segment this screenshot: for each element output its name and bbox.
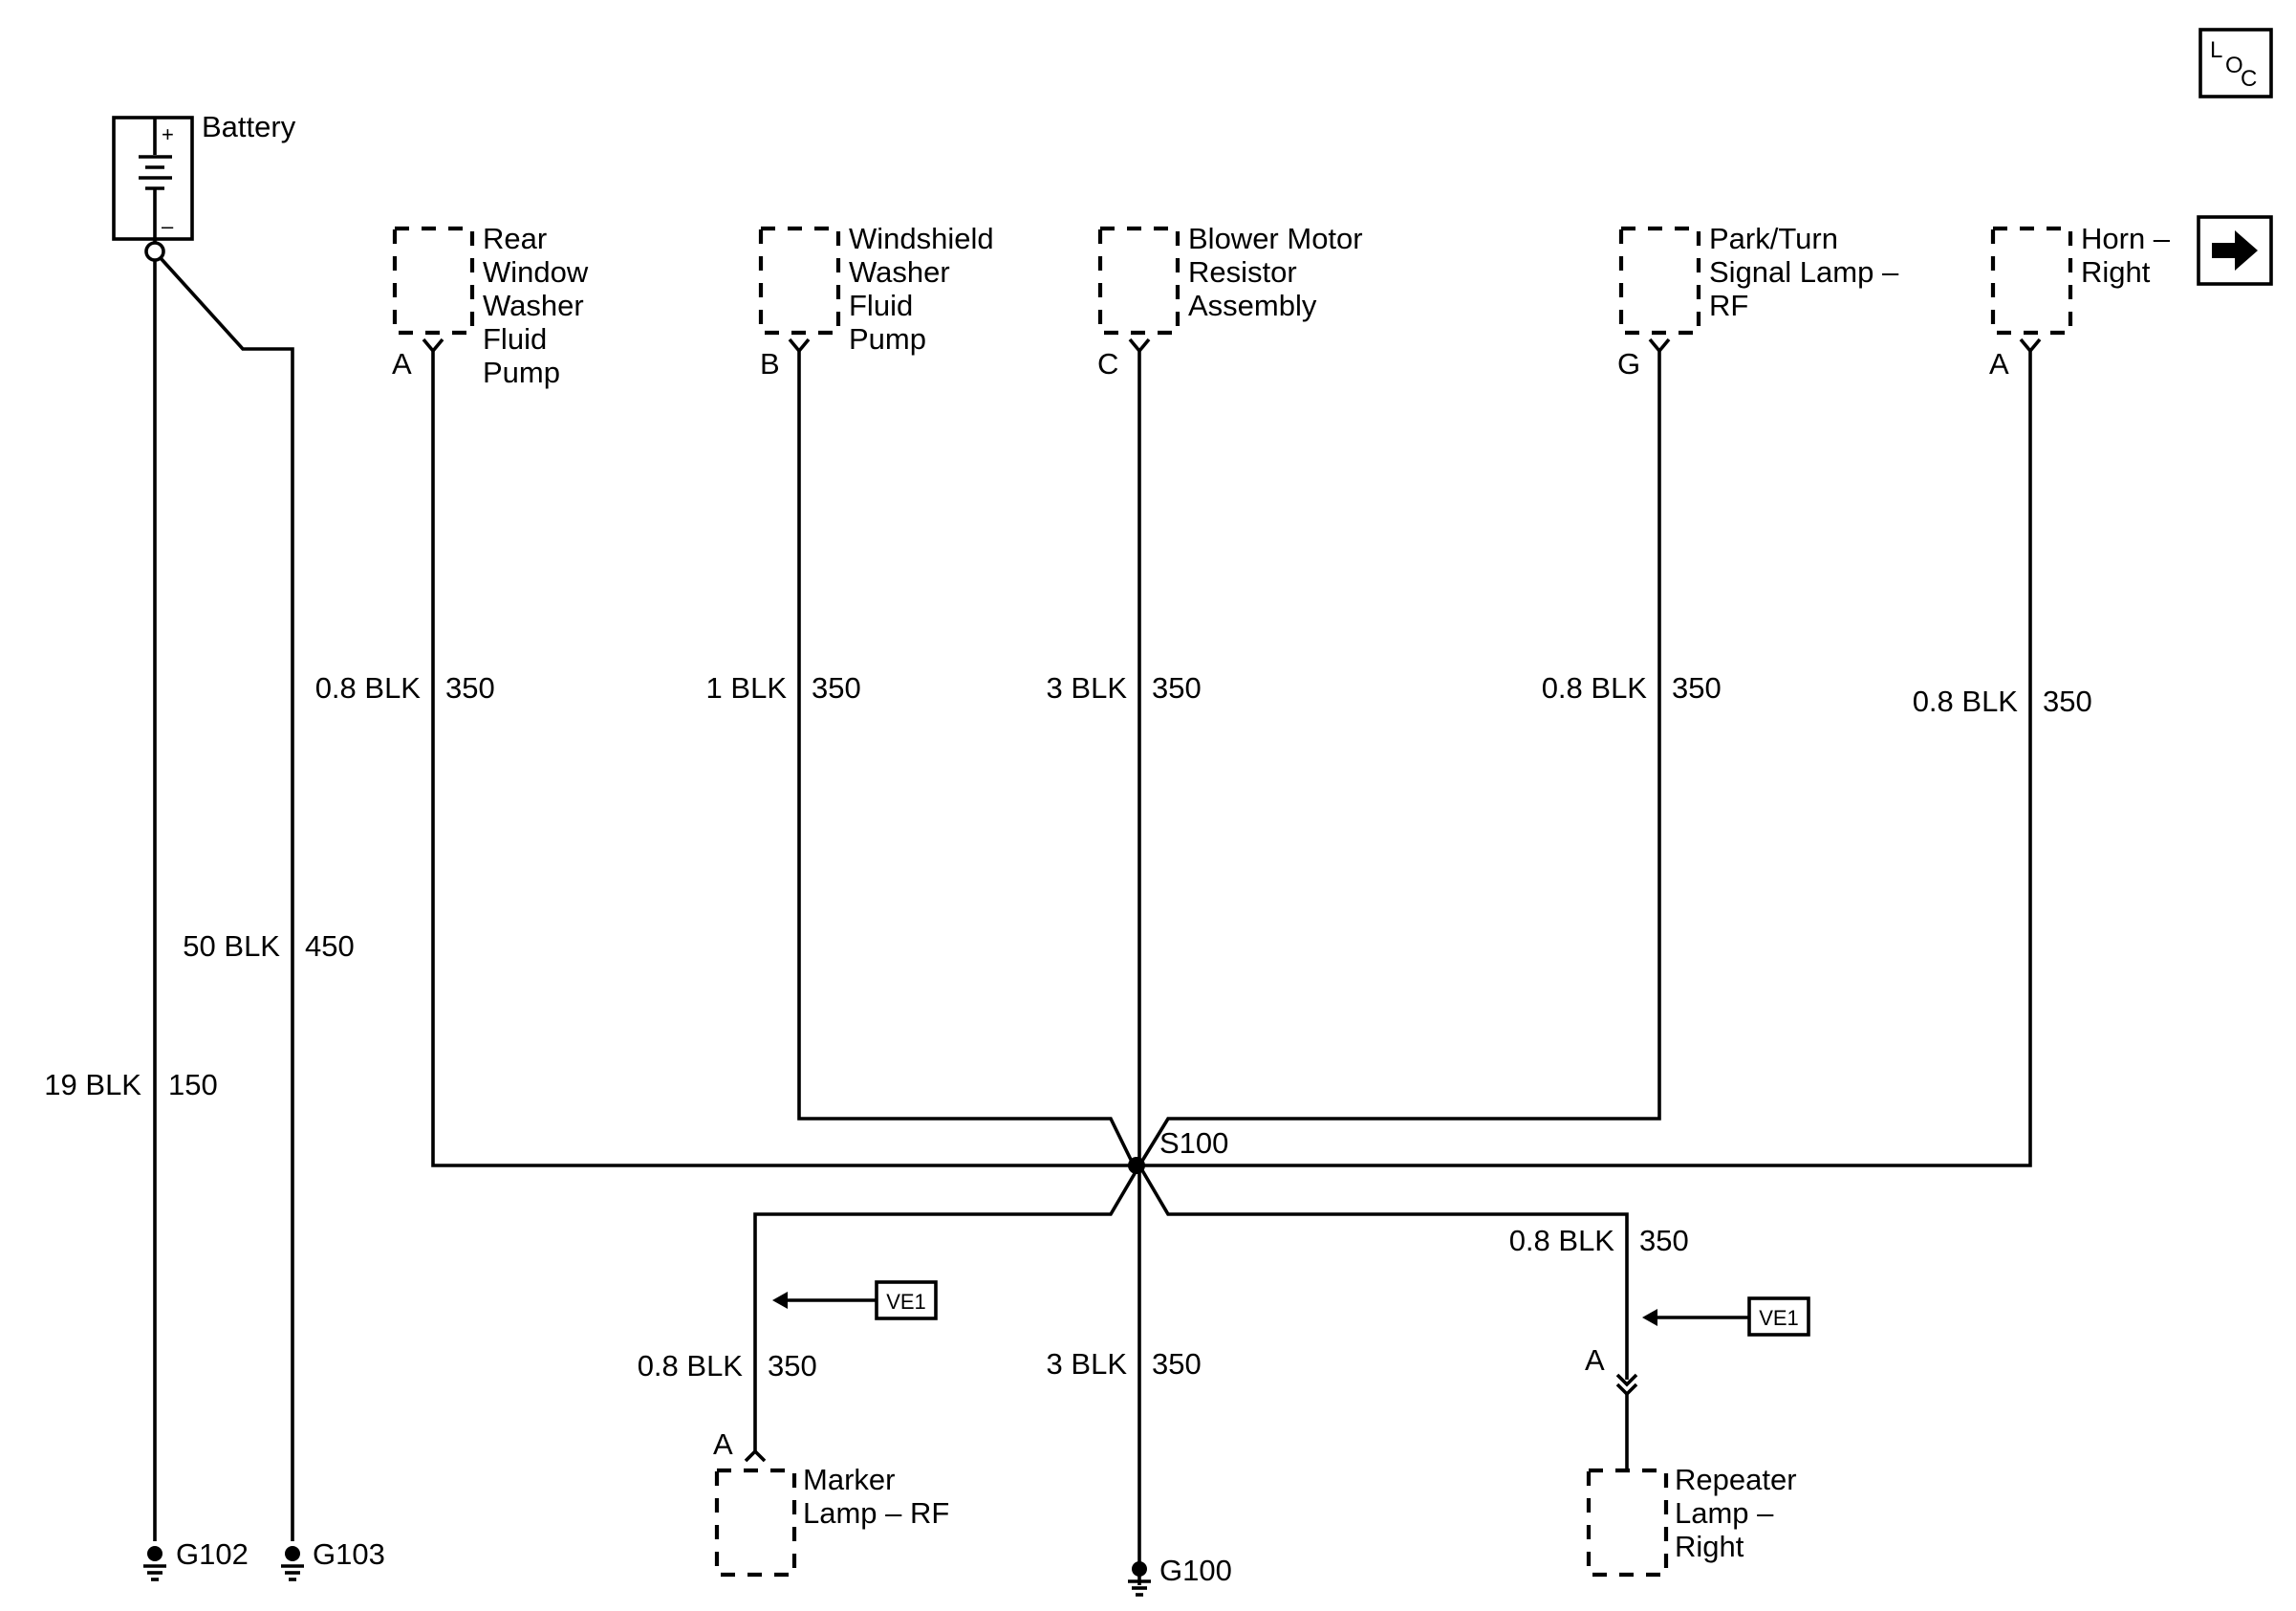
- ground-g103-icon: [281, 1546, 304, 1581]
- battery-plus: +: [162, 122, 174, 146]
- component-rear-washer[interactable]: Rear Window Washer Fluid Pump A: [392, 222, 589, 389]
- wire-marker-lamp: [753, 1165, 1141, 1453]
- ground-g100-icon: [1128, 1561, 1151, 1597]
- rear-washer-pin: A: [392, 347, 412, 381]
- park-turn-line-1: Park/Turn: [1709, 222, 1838, 255]
- marker-line-1: Marker: [803, 1463, 895, 1496]
- windshield-washer-line-1: Windshield: [849, 222, 994, 255]
- component-blower-resistor[interactable]: Blower Motor Resistor Assembly C: [1097, 222, 1363, 381]
- battery-label: Battery: [202, 110, 296, 143]
- repeater-pin: A: [1585, 1343, 1605, 1377]
- repeater-line-1: Repeater: [1675, 1463, 1797, 1496]
- wire-park-turn: [1137, 351, 1661, 1166]
- reference-ve1-repeater[interactable]: VE1: [1642, 1296, 1810, 1337]
- repeater-line-2: Lamp –: [1675, 1496, 1774, 1530]
- component-marker-lamp[interactable]: Marker Lamp – RF A: [713, 1427, 949, 1578]
- wire-g100-circuit: 350: [1152, 1347, 1202, 1381]
- windshield-washer-line-3: Fluid: [849, 289, 913, 322]
- wire-g103: [159, 256, 294, 1541]
- wire-repeater-gauge: 0.8 BLK: [1509, 1224, 1615, 1257]
- rear-washer-line-2: Window: [483, 255, 589, 289]
- battery-minus: –: [162, 214, 174, 238]
- wire-blower-circuit: 350: [1152, 671, 1202, 705]
- ve1-marker-label: VE1: [886, 1290, 926, 1314]
- wire-marker-gauge: 0.8 BLK: [638, 1349, 744, 1382]
- svg-text:L: L: [2210, 37, 2222, 63]
- component-park-turn-lamp[interactable]: Park/Turn Signal Lamp – RF G: [1617, 222, 1899, 381]
- reference-ve1-marker[interactable]: VE1: [772, 1280, 938, 1320]
- splice-label: S100: [1159, 1126, 1228, 1160]
- wire-windshield-washer: [797, 351, 1136, 1166]
- wire-g103-gauge: 50 BLK: [183, 929, 280, 963]
- component-repeater-lamp[interactable]: Repeater Lamp – Right A: [1585, 1343, 1797, 1578]
- blower-line-3: Assembly: [1188, 289, 1317, 322]
- wire-g100-gauge: 3 BLK: [1047, 1347, 1128, 1381]
- loc-icon[interactable]: L O C: [2199, 28, 2273, 98]
- blower-pin: C: [1097, 347, 1118, 381]
- ground-g102-icon: [143, 1546, 166, 1581]
- wire-repeater-circuit: 350: [1639, 1224, 1689, 1257]
- wire-horn-circuit: 350: [2043, 685, 2092, 718]
- park-turn-line-2: Signal Lamp –: [1709, 255, 1899, 289]
- wire-park-turn-circuit: 350: [1672, 671, 1722, 705]
- marker-line-2: Lamp – RF: [803, 1496, 949, 1530]
- rear-washer-line-5: Pump: [483, 356, 560, 389]
- blower-line-2: Resistor: [1188, 255, 1297, 289]
- wire-marker-circuit: 350: [768, 1349, 817, 1382]
- svg-text:O: O: [2225, 53, 2243, 78]
- marker-pin: A: [713, 1427, 733, 1461]
- battery-terminal: [144, 241, 165, 262]
- wire-rear-washer-circuit: 350: [445, 671, 495, 705]
- wire-rear-washer-gauge: 0.8 BLK: [315, 671, 422, 705]
- wire-g102-gauge: 19 BLK: [44, 1068, 141, 1101]
- repeater-line-3: Right: [1675, 1530, 1744, 1563]
- component-horn-right[interactable]: Horn – Right A: [1989, 222, 2171, 381]
- wire-g102-circuit: 150: [168, 1068, 218, 1101]
- wire-horn: [1139, 351, 2032, 1167]
- rear-washer-line-1: Rear: [483, 222, 547, 255]
- wire-horn-gauge: 0.8 BLK: [1913, 685, 2019, 718]
- wire-blower-gauge: 3 BLK: [1047, 671, 1128, 705]
- horn-line-2: Right: [2081, 255, 2151, 289]
- rear-washer-line-3: Washer: [483, 289, 584, 322]
- svg-text:C: C: [2241, 66, 2257, 92]
- ground-g102-label: G102: [176, 1537, 249, 1571]
- park-turn-pin: G: [1617, 347, 1640, 381]
- wire-g103-circuit: 450: [305, 929, 355, 963]
- ground-g103-label: G103: [313, 1537, 385, 1571]
- wire-windshield-gauge: 1 BLK: [706, 671, 788, 705]
- wire-windshield-circuit: 350: [812, 671, 861, 705]
- windshield-washer-line-4: Pump: [849, 322, 926, 356]
- wire-repeater-lamp: [1137, 1165, 1629, 1380]
- wire-park-turn-gauge: 0.8 BLK: [1542, 671, 1648, 705]
- horn-pin: A: [1989, 347, 2009, 381]
- blower-line-1: Blower Motor: [1188, 222, 1363, 255]
- windshield-washer-line-2: Washer: [849, 255, 950, 289]
- park-turn-line-3: RF: [1709, 289, 1748, 322]
- right-arrow-icon[interactable]: [2197, 215, 2273, 286]
- windshield-washer-pin: B: [760, 347, 780, 381]
- component-windshield-washer[interactable]: Windshield Washer Fluid Pump B: [758, 222, 994, 381]
- rear-washer-line-4: Fluid: [483, 322, 547, 356]
- horn-line-1: Horn –: [2081, 222, 2171, 255]
- ground-g100-label: G100: [1159, 1554, 1232, 1587]
- battery-symbol: + –: [112, 116, 194, 241]
- ve1-repeater-label: VE1: [1759, 1306, 1799, 1330]
- wire-rear-washer: [431, 351, 1134, 1167]
- splice-s100: [1128, 1157, 1145, 1174]
